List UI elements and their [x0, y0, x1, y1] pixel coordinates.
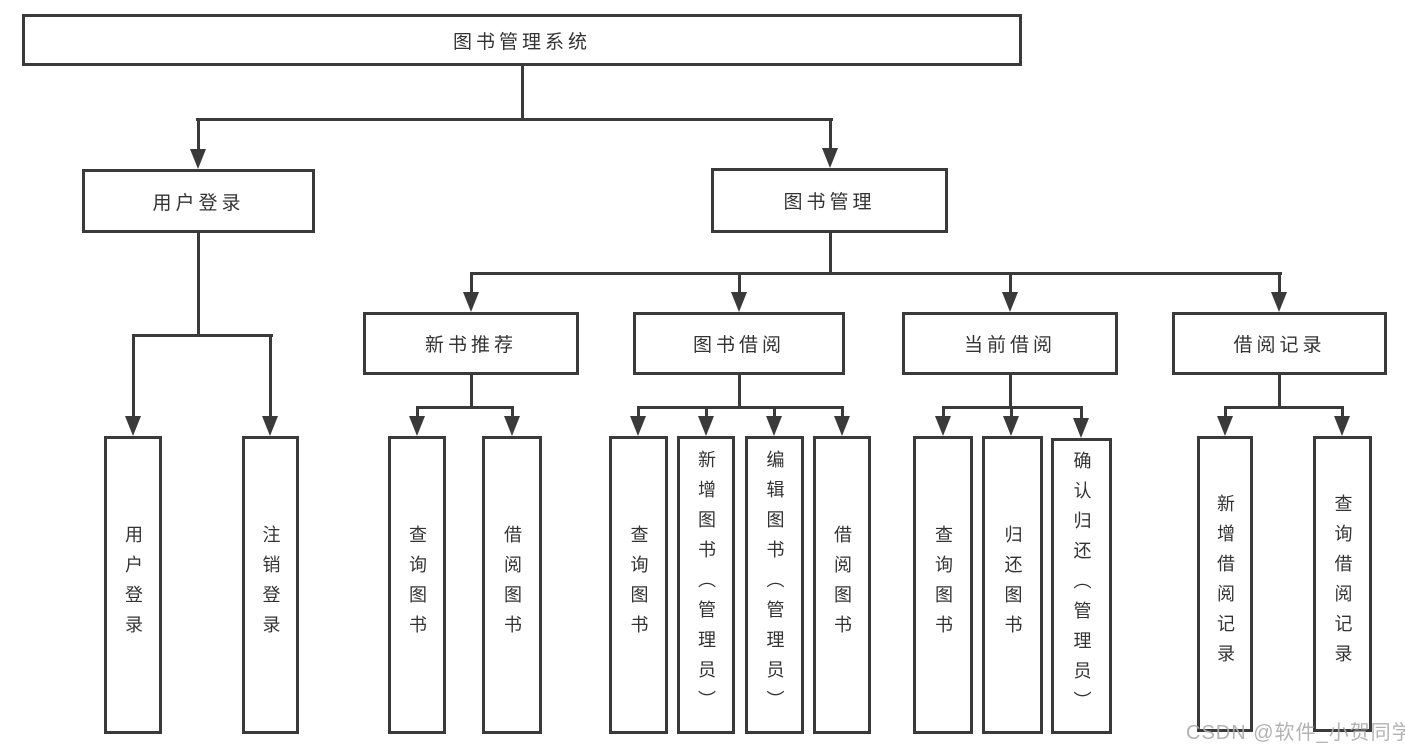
- leaf-query-borrow-record: 查询借阅记录: [1313, 436, 1372, 732]
- leaf-query-books-borrow-label: 查询图书: [628, 525, 649, 645]
- connector-line: [1224, 406, 1344, 409]
- arrowhead-icon: [409, 416, 425, 436]
- leaf-edit-books-admin-label: 编辑图书（管理员）: [764, 450, 785, 720]
- node-root-label: 图书管理系统: [452, 31, 591, 53]
- connector-line: [841, 407, 844, 418]
- leaf-return-books-label: 归还图书: [1002, 525, 1023, 645]
- arrowhead-icon: [504, 416, 520, 436]
- arrowhead-icon: [1217, 416, 1233, 436]
- connector-line: [1278, 273, 1281, 294]
- arrowhead-icon: [1334, 416, 1350, 436]
- arrowhead-icon: [463, 292, 479, 312]
- arrowhead-icon: [834, 416, 850, 436]
- arrowhead-icon: [731, 292, 747, 312]
- connector-line: [416, 406, 514, 409]
- node-current-borrowing-label: 当前借阅: [963, 335, 1056, 356]
- connector-line: [1080, 407, 1083, 420]
- arrowhead-icon: [1003, 416, 1019, 436]
- node-current-borrowing: 当前借阅: [902, 312, 1118, 375]
- connector-line: [637, 407, 640, 418]
- connector-line: [1010, 407, 1013, 418]
- connector-line: [416, 407, 419, 418]
- connector-line: [829, 119, 832, 150]
- leaf-add-books-admin: 新增图书（管理员）: [677, 436, 735, 734]
- node-new-book-recommend: 新书推荐: [363, 312, 579, 375]
- connector-line: [738, 273, 741, 294]
- leaf-query-books-rec-label: 查询图书: [407, 525, 427, 645]
- watermark: CSDN @软件_小贺同学: [1186, 722, 1405, 744]
- leaf-user-login-label: 用户登录: [123, 525, 143, 645]
- node-new-book-recommend-label: 新书推荐: [424, 335, 517, 356]
- node-root: 图书管理系统: [22, 14, 1022, 66]
- connector-line: [196, 118, 833, 121]
- connector-line: [738, 375, 741, 409]
- node-book-management-label: 图书管理: [783, 192, 876, 213]
- node-book-borrowing: 图书借阅: [633, 312, 845, 375]
- arrowhead-icon: [190, 149, 206, 169]
- leaf-query-borrow-record-label: 查询借阅记录: [1332, 494, 1353, 674]
- leaf-logout-label: 注销登录: [260, 525, 281, 645]
- leaf-confirm-return-admin: 确认归还（管理员）: [1051, 438, 1112, 734]
- leaf-borrow-books-label: 借阅图书: [832, 525, 852, 645]
- connector-line: [132, 335, 135, 418]
- leaf-borrow-books-rec-label: 借阅图书: [502, 525, 522, 645]
- leaf-query-books-rec: 查询图书: [388, 436, 446, 734]
- connector-line: [773, 407, 776, 418]
- connector-line: [470, 273, 473, 294]
- node-book-borrowing-label: 图书借阅: [692, 335, 785, 356]
- connector-line: [521, 66, 524, 121]
- connector-line: [1278, 375, 1281, 409]
- leaf-return-books: 归还图书: [982, 436, 1043, 734]
- arrowhead-icon: [125, 416, 141, 436]
- connector-line: [942, 407, 945, 418]
- leaf-add-borrow-record-label: 新增借阅记录: [1215, 494, 1235, 674]
- leaf-borrow-books-rec: 借阅图书: [482, 436, 542, 734]
- node-borrow-records-label: 借阅记录: [1233, 335, 1326, 356]
- arrowhead-icon: [698, 416, 714, 436]
- connector-line: [197, 119, 200, 151]
- arrowhead-icon: [822, 148, 838, 168]
- node-user-login: 用户登录: [82, 169, 315, 233]
- arrowhead-icon: [1002, 292, 1018, 312]
- arrowhead-icon: [262, 416, 278, 436]
- leaf-confirm-return-admin-label: 确认归还（管理员）: [1071, 451, 1092, 721]
- connector-line: [470, 272, 1282, 275]
- connector-line: [829, 233, 832, 275]
- arrowhead-icon: [1073, 418, 1089, 438]
- connector-line: [1341, 407, 1344, 418]
- connector-line: [705, 407, 708, 418]
- arrowhead-icon: [766, 416, 782, 436]
- leaf-query-books-current: 查询图书: [913, 436, 973, 734]
- leaf-user-login: 用户登录: [104, 436, 162, 734]
- connector-line: [269, 335, 272, 418]
- connector-line: [1009, 375, 1012, 409]
- connector-line: [1009, 273, 1012, 294]
- leaf-query-books-borrow: 查询图书: [609, 436, 668, 734]
- leaf-query-books-current-label: 查询图书: [933, 525, 953, 645]
- connector-line: [511, 407, 514, 418]
- connector-line: [197, 233, 200, 337]
- connector-line: [470, 375, 473, 409]
- connector-line: [132, 334, 273, 337]
- node-borrow-records: 借阅记录: [1172, 312, 1387, 375]
- arrowhead-icon: [935, 416, 951, 436]
- arrowhead-icon: [1271, 292, 1287, 312]
- leaf-add-borrow-record: 新增借阅记录: [1197, 436, 1253, 732]
- leaf-logout: 注销登录: [242, 436, 299, 734]
- node-user-login-label: 用户登录: [152, 192, 245, 214]
- connector-line: [1224, 407, 1227, 418]
- arrowhead-icon: [630, 416, 646, 436]
- leaf-borrow-books: 借阅图书: [813, 436, 871, 734]
- connector-line: [637, 406, 844, 409]
- node-book-management: 图书管理: [711, 168, 948, 233]
- leaf-edit-books-admin: 编辑图书（管理员）: [745, 436, 804, 734]
- leaf-add-books-admin-label: 新增图书（管理员）: [696, 450, 716, 720]
